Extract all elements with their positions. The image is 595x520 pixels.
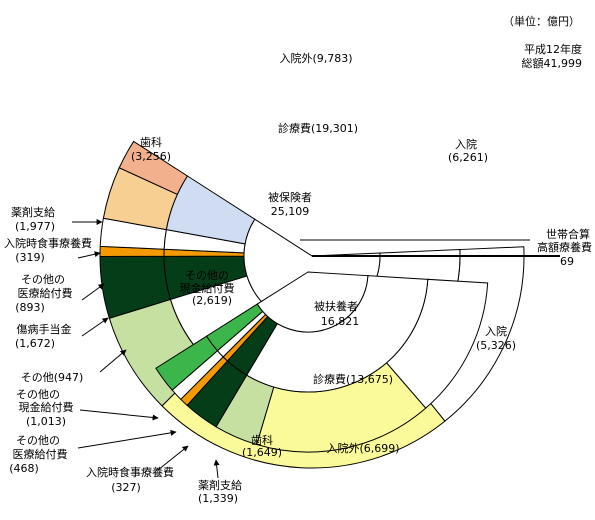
label-dep-cash-1: その他の: [16, 388, 60, 401]
value-insured-cash-group: (2,619): [192, 294, 232, 307]
label-dep-other-medical-1: その他の: [16, 434, 60, 447]
label-insured-sickness: 傷病手当金: [17, 322, 72, 336]
label-dep-other-medical-2: 医療給付費: [13, 447, 68, 461]
label-insured-cash-group-1: その他の: [185, 269, 229, 282]
leader-insured-sickness: [81, 317, 109, 337]
label-separate-2: 高額療養費: [537, 240, 592, 254]
label-dep-medical-group: 診療費(13,675): [313, 372, 393, 386]
value-dep-inpatient: (5,326): [476, 339, 516, 352]
label-insured-other-medical-2: 医療給付費: [18, 286, 73, 300]
label-insured-cash-group-2: 現金給付費: [180, 281, 235, 295]
label-insured-medical-group-value: (19,301): [311, 122, 358, 135]
label-separate-1: 世帯合算: [546, 227, 590, 241]
label-insured-outpatient-name: 入院外: [279, 51, 312, 65]
label-insured-inpatient: 入院: [455, 137, 477, 151]
unit-label: （単位：億円）: [503, 14, 580, 28]
label-insured-outpatient: 入院外(9,783): [279, 51, 352, 65]
value-dep-drug: (1,339): [198, 492, 238, 505]
label-insured-outpatient-value: (9,783): [312, 52, 352, 65]
label-insured-dental: 歯科: [140, 135, 162, 149]
leader-dep-other-medical: [77, 429, 177, 449]
value-dep-other-medical: (468): [9, 462, 39, 475]
label-dep-outpatient-name: 入院外: [326, 441, 359, 455]
value-insured-drug: (1,977): [15, 220, 55, 233]
value-dep-dental: (1,649): [242, 446, 282, 459]
center-dependents: [256, 271, 369, 333]
label-dep-outpatient-value: (6,699): [359, 442, 399, 455]
leader-dep-meal: [157, 445, 189, 471]
value-separate: 69: [560, 255, 574, 268]
label-insured-medical-group: 診療費(19,301): [278, 121, 358, 135]
value-insured-sickness: (1,672): [15, 337, 55, 350]
center-label-insured: 被保険者: [268, 190, 312, 204]
label-dep-meal: 入院時食事療養費: [86, 465, 174, 479]
pie-shapes: [99, 140, 560, 469]
label-dep-medical-group-value: (13,675): [346, 373, 393, 386]
total-amount: 総額41,999: [522, 56, 583, 70]
label-dep-inpatient: 入院: [485, 324, 507, 338]
leader-insured-meal: [77, 251, 101, 259]
leader-dep-drug: [213, 459, 220, 479]
value-dep-meal: (327): [111, 481, 141, 494]
label-insured-drug: 薬剤支給: [11, 205, 55, 219]
label-dep-outpatient: 入院外(6,699): [326, 441, 399, 455]
label-dep-medical-group-name: 診療費: [313, 372, 346, 386]
leader-dep-cash: [79, 409, 159, 421]
label-insured-other: その他(947): [21, 371, 84, 384]
label-dep-drug: 薬剤支給: [198, 478, 242, 492]
value-insured-other-medical: (893): [15, 301, 45, 314]
label-insured-other-value: (947): [54, 371, 84, 384]
center-value-insured: 25,109: [271, 205, 310, 218]
label-dep-cash-2: 現金給付費: [19, 400, 74, 414]
label-insured-other-medical-1: その他の: [21, 273, 65, 286]
leader-insured-other: [99, 349, 127, 373]
center-value-dependents: 16,821: [321, 315, 360, 328]
label-insured-meal: 入院時食事療養費: [4, 236, 92, 250]
label-insured-medical-group-name: 診療費: [278, 121, 311, 135]
value-dep-cash: (1,013): [26, 415, 66, 428]
fiscal-year: 平成12年度: [524, 42, 582, 56]
value-insured-dental: (3,256): [131, 150, 171, 163]
value-insured-inpatient: (6,261): [448, 151, 488, 164]
leader-insured-other-medical: [81, 283, 105, 301]
value-insured-meal: (319): [15, 251, 45, 264]
center-label-dependents: 被扶養者: [314, 299, 358, 313]
leader-lines: [72, 219, 220, 479]
label-insured-other-name: その他: [21, 371, 54, 384]
label-dep-dental: 歯科: [251, 433, 273, 447]
